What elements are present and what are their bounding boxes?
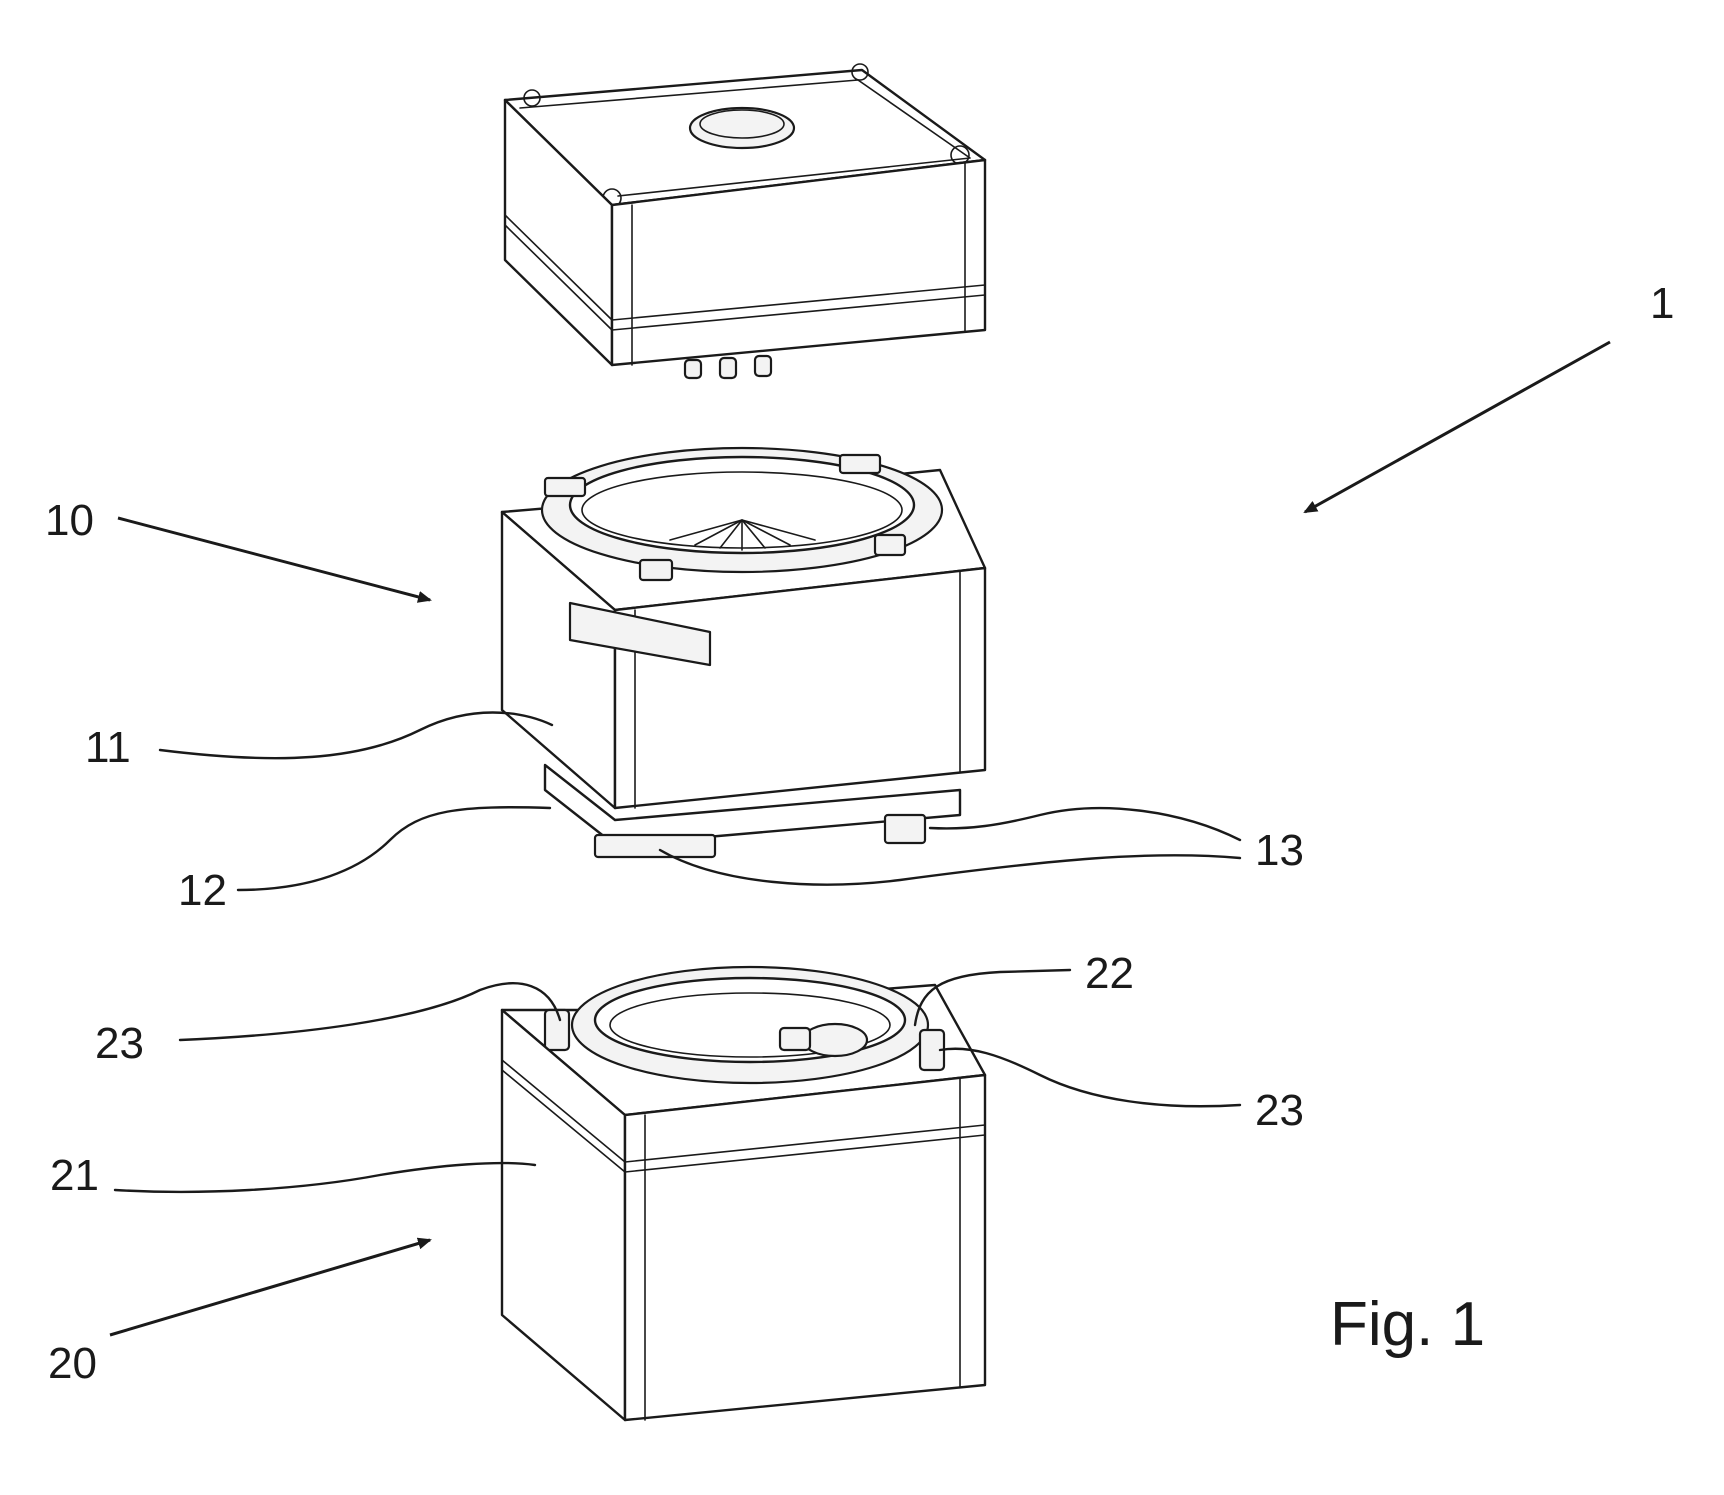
lower-module-arrow (109, 1237, 432, 1337)
label-1: 1 (1650, 279, 1674, 328)
label-23-right: 23 (1255, 1086, 1304, 1135)
top-cover (503, 63, 987, 380)
leader-22 (913, 968, 1072, 1027)
reference-labels: 1 10 11 12 13 22 23 23 21 20 Fig. 1 (45, 279, 1674, 1388)
leader-lines (109, 340, 1611, 1337)
label-20: 20 (48, 1339, 97, 1388)
connector-pins (683, 354, 773, 380)
leader-13-lower (658, 848, 1242, 886)
upper-module (500, 446, 987, 859)
label-11: 11 (85, 723, 131, 772)
assembly-arrow (1303, 340, 1611, 514)
figure-label: Fig. 1 (1330, 1290, 1485, 1359)
label-12: 12 (178, 866, 227, 915)
label-10: 10 (45, 496, 94, 545)
leader-21 (113, 1161, 537, 1194)
label-21: 21 (50, 1151, 99, 1200)
upper-module-arrow (117, 516, 432, 603)
leader-12 (236, 806, 552, 892)
label-13: 13 (1255, 826, 1304, 875)
label-23-left: 23 (95, 1019, 144, 1068)
leader-23-left (178, 982, 562, 1042)
lower-module (500, 965, 987, 1422)
leader-13-upper (928, 806, 1242, 842)
leader-11 (158, 711, 554, 760)
label-22: 22 (1085, 949, 1134, 998)
impeller (669, 519, 816, 551)
leader-23-right (938, 1047, 1242, 1108)
